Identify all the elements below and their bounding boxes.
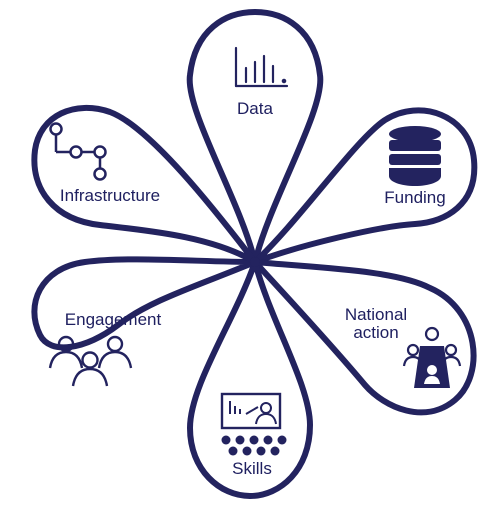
- petal-national-action: [252, 259, 477, 416]
- petal-label-funding: Funding: [384, 188, 445, 207]
- presentation-audience-icon: [220, 392, 287, 456]
- petal-label-national: National: [345, 305, 407, 324]
- people-group-icon: [402, 326, 462, 388]
- petal-label-action: action: [353, 323, 398, 342]
- database-icon: [389, 126, 441, 186]
- petal-skills: [187, 259, 313, 499]
- petal-funding: [252, 107, 478, 265]
- petal-label-data: Data: [237, 99, 273, 118]
- bar-chart-icon: [234, 46, 289, 88]
- petal-infrastructure: [31, 105, 258, 265]
- petal-data: [186, 9, 324, 265]
- connected-nodes-icon: [49, 122, 107, 181]
- petal-label-infrastructure: Infrastructure: [60, 186, 160, 205]
- people-icon: [48, 335, 133, 387]
- petal-label-engagement: Engagement: [65, 310, 162, 329]
- petal-engagement: [31, 256, 258, 351]
- petal-label-skills: Skills: [232, 459, 272, 478]
- center-hub: [250, 257, 260, 267]
